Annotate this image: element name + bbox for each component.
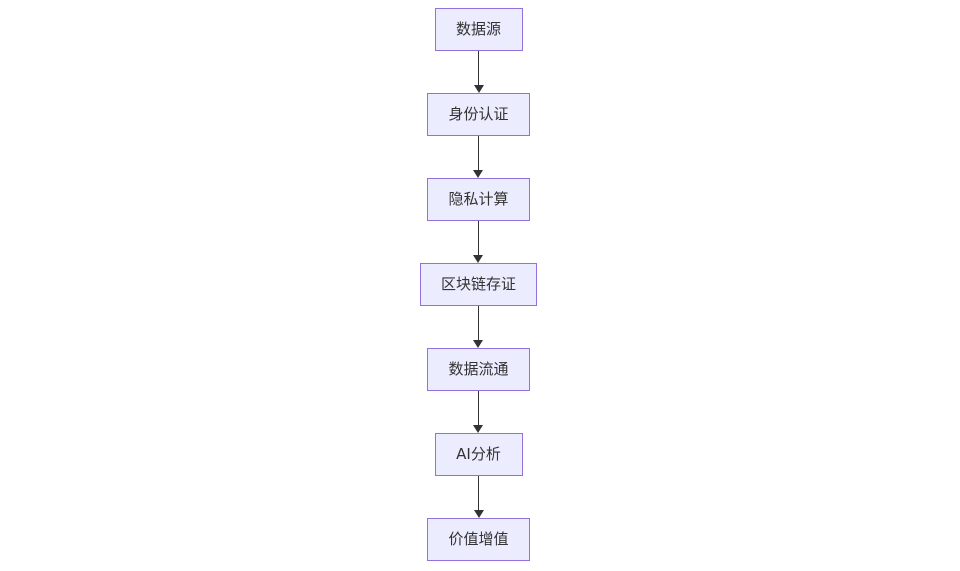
- flow-node-ai-analysis: AI分析: [434, 433, 523, 476]
- flow-node-label: AI分析: [456, 445, 501, 463]
- flow-node-label: 数据流通: [448, 360, 509, 378]
- arrow-line: [477, 306, 479, 340]
- flow-node-value-appreciation: 价值增值: [427, 518, 530, 561]
- flow-node-label: 区块链存证: [440, 275, 516, 293]
- arrow-down: [473, 136, 484, 178]
- flow-node-data-circulation: 数据流通: [427, 348, 530, 391]
- flow-step: 数据源: [434, 8, 523, 93]
- flow-step: 区块链存证: [419, 263, 537, 348]
- flow-step: AI分析: [434, 433, 523, 518]
- arrow-down: [473, 306, 484, 348]
- arrow-head-icon: [473, 340, 484, 348]
- flow-node-blockchain-evidence: 区块链存证: [419, 263, 537, 306]
- flow-node-data-source: 数据源: [434, 8, 523, 51]
- flow-node-identity-auth: 身份认证: [427, 93, 530, 136]
- flow-step: 数据流通: [427, 348, 530, 433]
- arrow-down: [473, 51, 484, 93]
- arrow-line: [478, 476, 479, 510]
- arrow-down: [473, 391, 484, 433]
- arrow-head-icon: [473, 255, 484, 263]
- arrow-head-icon: [473, 170, 484, 178]
- flow-node-privacy-computing: 隐私计算: [427, 178, 530, 221]
- flow-node-label: 价值增值: [448, 530, 509, 548]
- arrow-down: [473, 221, 484, 263]
- arrow-head-icon: [473, 510, 484, 518]
- arrow-line: [477, 391, 479, 425]
- arrow-line: [477, 221, 479, 255]
- arrow-head-icon: [473, 85, 484, 93]
- flow-step: 价值增值: [427, 518, 530, 561]
- flow-node-label: 身份认证: [448, 105, 509, 123]
- flow-step: 隐私计算: [427, 178, 530, 263]
- flow-node-label: 数据源: [455, 20, 501, 38]
- arrow-line: [477, 136, 479, 170]
- flowchart-column: 数据源 身份认证 隐私计算 区块链存证: [0, 8, 957, 561]
- arrow-head-icon: [473, 425, 484, 433]
- arrow-down: [473, 476, 484, 518]
- arrow-line: [478, 51, 479, 85]
- flow-step: 身份认证: [427, 93, 530, 178]
- flow-node-label: 隐私计算: [448, 190, 509, 208]
